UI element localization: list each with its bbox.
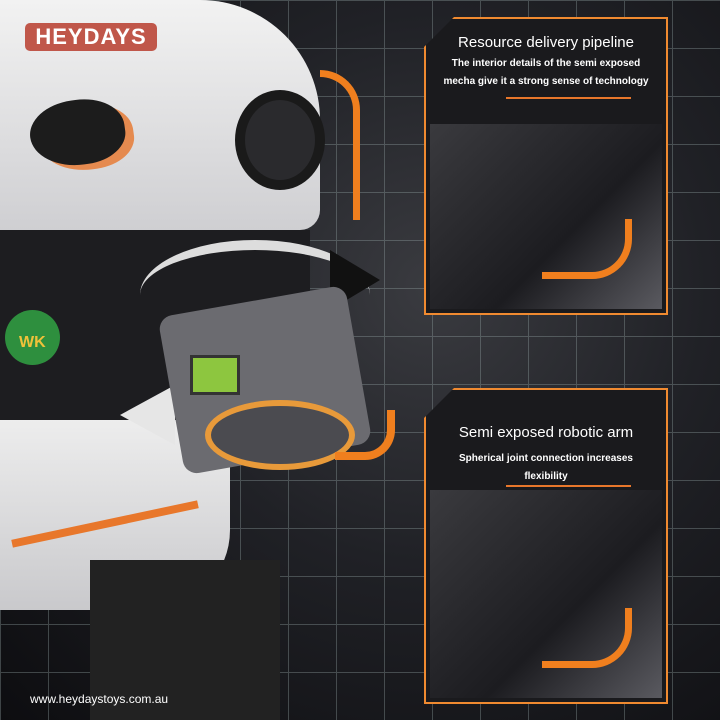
panel-description: The interior details of the semi exposed…: [443, 58, 649, 87]
feature-panel-pipeline: Resource delivery pipeline The interior …: [424, 17, 668, 315]
arm-hose: [335, 410, 395, 460]
panel-title: Resource delivery pipeline: [458, 34, 634, 51]
rotation-arrowhead-left-icon: [120, 385, 175, 445]
orange-hose: [320, 70, 360, 220]
legs: [90, 560, 280, 720]
hose-detail: [542, 219, 632, 279]
detail-photo: [430, 124, 662, 309]
panel-description: Spherical joint connection increases fle…: [459, 453, 633, 482]
arm-badge: [190, 355, 240, 395]
hose-detail: [542, 608, 632, 668]
brand-logo: HEYDAYS: [25, 23, 157, 51]
arm-joint-ring: [205, 400, 355, 470]
green-emblem: WK: [5, 310, 60, 365]
rotation-arrow-arc: [140, 240, 370, 350]
divider: [506, 485, 631, 487]
emblem-text: WK: [19, 334, 46, 351]
website-url: www.heydaystoys.com.au: [30, 692, 169, 706]
panel-title: Semi exposed robotic arm: [458, 424, 634, 441]
feature-panel-arm: Semi exposed robotic arm Spherical joint…: [424, 388, 668, 704]
detail-photo: [430, 490, 662, 698]
ear-gear: [235, 90, 325, 190]
divider: [506, 97, 631, 99]
